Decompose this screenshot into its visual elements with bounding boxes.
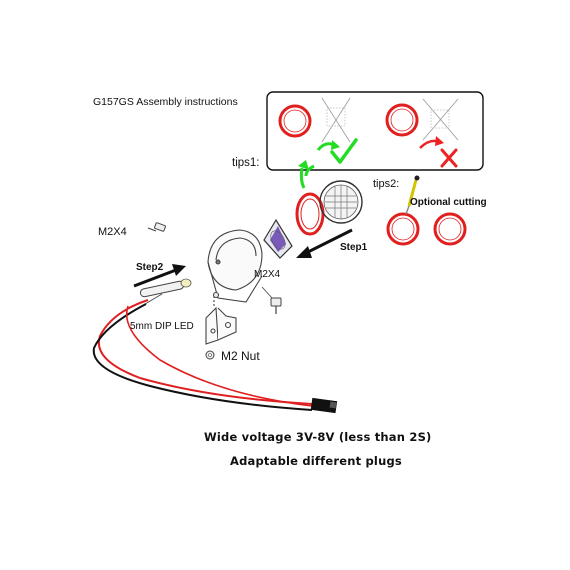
screw-top-label: M2X4 — [98, 226, 127, 238]
lens-grid-icon — [422, 98, 459, 141]
tips1-label: tips1: — [232, 157, 260, 169]
knife-icon — [405, 175, 420, 215]
ring-icon — [385, 103, 419, 137]
tips1-box — [266, 91, 484, 171]
lens-grid-icon — [321, 97, 351, 143]
nut-label: M2 Nut — [221, 349, 260, 363]
cut-ring-left — [386, 212, 420, 246]
wrong-orientation-panel — [385, 98, 459, 168]
plug-icon — [310, 397, 338, 414]
step1-arrow — [296, 228, 353, 258]
nut-icon — [205, 350, 215, 360]
step2-arrow — [133, 264, 186, 288]
check-icon — [330, 138, 358, 164]
step2-label: Step2 — [136, 262, 164, 273]
wires — [92, 299, 313, 411]
housing-icon — [207, 229, 263, 303]
red-ring — [295, 192, 325, 236]
diagram-title: G157GS Assembly instructions — [93, 96, 238, 108]
led-icon — [139, 278, 192, 305]
ring-icon — [278, 104, 312, 138]
screw-icon — [261, 286, 282, 314]
cut-ring-right — [433, 212, 467, 246]
screw-mid-label: M2X4 — [254, 269, 281, 280]
plugs-caption: Adaptable different plugs — [230, 454, 402, 468]
lens-icon — [319, 180, 363, 224]
correct-orientation-panel — [278, 97, 358, 164]
reflector-icon — [263, 218, 293, 259]
cross-icon — [440, 148, 458, 168]
step1-label: Step1 — [340, 242, 368, 253]
tips2-label: tips2: — [373, 178, 400, 190]
screw-icon — [147, 222, 166, 232]
voltage-caption: Wide voltage 3V-8V (less than 2S) — [204, 430, 432, 444]
green-assembly-arrows — [298, 160, 315, 189]
bracket-icon — [205, 291, 237, 345]
optional-cutting-label: Optional cutting — [410, 197, 487, 208]
led-label: 5mm DIP LED — [130, 321, 194, 332]
